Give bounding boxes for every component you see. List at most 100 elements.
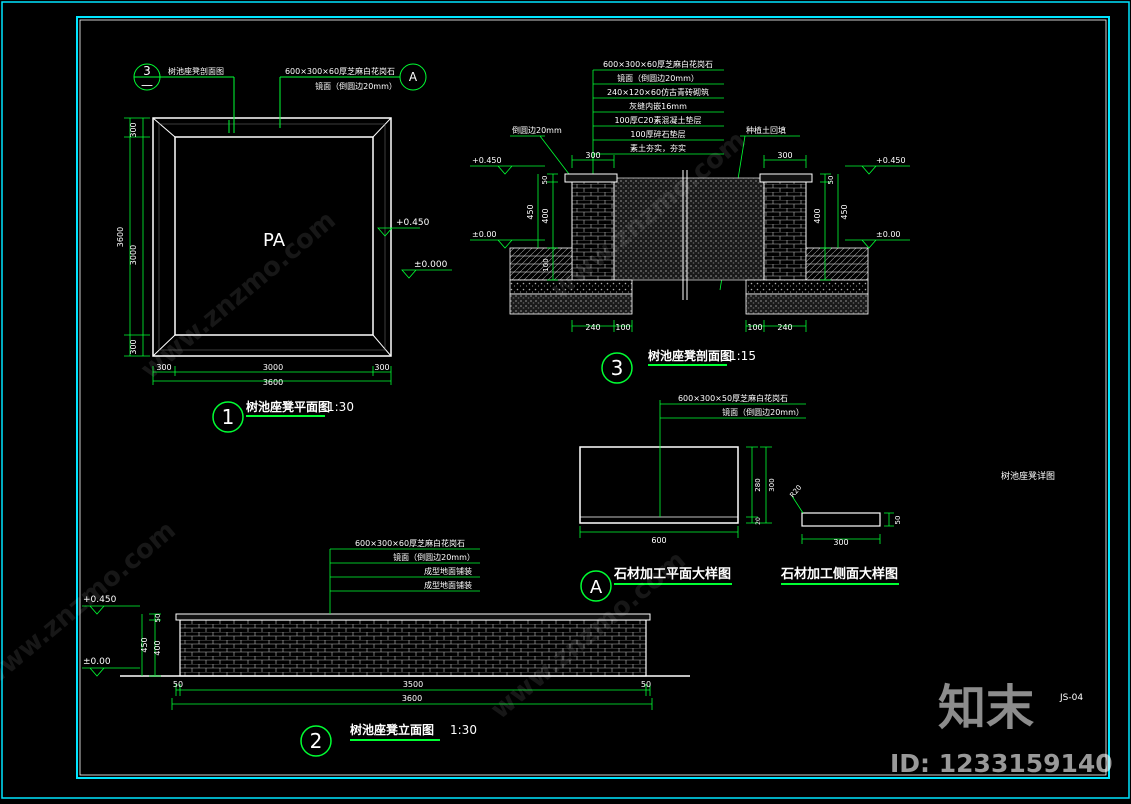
stone-side-dim-thick: 50 (894, 516, 902, 525)
stone-side-slab (801, 512, 881, 527)
section-title-num: 3 (611, 356, 624, 380)
plan-dim-inner-h: 3000 (263, 363, 283, 372)
stone-plan-note-2: 镜面（倒圆边20mm） (722, 407, 804, 417)
watermark-brand: 知末 (938, 680, 1034, 736)
stone-plan-dim-length: 600 (651, 536, 666, 545)
plan-dim-outer-h: 3600 (263, 378, 283, 387)
section-layer-2: 240×120×60仿古青砖砌筑 (607, 87, 709, 97)
section-layer-5: 100厚碎石垫层 (630, 129, 685, 139)
elevation-note-2: 成型地面铺装 (424, 566, 472, 576)
elevation-elev-top: +0.450 (83, 595, 117, 605)
elevation-title-scale: 1:30 (450, 723, 477, 737)
stone-side-title: 石材加工侧面大样图 (780, 566, 898, 582)
stone-side-dim-radius: R20 (788, 484, 803, 500)
section-elev-ground-l: ±0.00 (472, 230, 497, 239)
elevation-dim-inner: 3500 (403, 680, 423, 689)
section-layer-1: 镜面（倒圆边20mm） (617, 73, 699, 83)
section-dim-wall-r: 400 (813, 208, 822, 223)
stone-plan-dim-width: 300 (768, 478, 776, 491)
section-right-note: 种植土回填 (746, 125, 786, 135)
stone-plan-title: 石材加工平面大样图 (613, 566, 731, 582)
elevation-dim-height: 450 (140, 637, 149, 652)
elevation-note-1: 镜面（倒圆边20mm） (393, 552, 475, 562)
section-layer-0: 600×300×60厚芝麻白花岗石 (603, 59, 713, 69)
section-dim-total-l: 450 (526, 204, 535, 219)
elevation-dim-side-l: 50 (173, 680, 183, 689)
inner-frame (76, 16, 1110, 779)
elevation-title-num: 2 (310, 729, 323, 753)
plan-corner-miters (152, 117, 392, 357)
section-dim-total-r: 450 (840, 204, 849, 219)
elevation-cap (175, 613, 651, 621)
svg-text:—: — (141, 78, 153, 92)
elevation-brick-wall (179, 619, 647, 677)
elevation-dim-total: 3600 (402, 694, 422, 703)
section-elev-top-l: +0.450 (472, 156, 502, 165)
section-dim-top-width-r: 300 (777, 151, 792, 160)
plan-inner-square (174, 136, 374, 336)
watermark-id: ID: 1233159140 (890, 749, 1113, 778)
section-left-note: 倒圆边20mm (512, 125, 562, 135)
section-right-footing (745, 279, 869, 295)
section-dim-top-width-l: 300 (585, 151, 600, 160)
elevation-dim-cap: 50 (154, 614, 162, 623)
plan-section-callout-num: 3 (143, 64, 151, 78)
elevation-note-0: 600×300×60厚芝麻白花岗石 (355, 538, 465, 548)
section-dim-brick-r: 240 (777, 323, 792, 332)
plan-title-num: 1 (222, 405, 235, 429)
elevation-view: 600×300×60厚芝麻白花岗石 镜面（倒圆边20mm） 成型地面铺装 成型地… (82, 538, 690, 757)
section-dim-base-l: 100 (542, 258, 550, 271)
elevation-note-3: 成型地面铺装 (424, 580, 472, 590)
plan-detail-note-1: 600×300×60厚芝麻白花岗石 (285, 66, 395, 76)
elevation-dim-side-r: 50 (641, 680, 651, 689)
section-right-cap (759, 173, 813, 183)
plan-title-text: 树池座凳平面图 (246, 399, 330, 414)
plan-area-label: PA (263, 230, 286, 251)
elevation-dim-wall: 400 (153, 640, 162, 655)
plan-title-scale: 1:30 (327, 400, 354, 414)
section-dim-foot-l: 100 (615, 323, 630, 332)
plan-dim-right-side: 300 (374, 363, 389, 372)
section-elev-top-r: +0.450 (876, 156, 906, 165)
stone-plan-detail: 600×300×50厚芝麻白花岗石 镜面（倒圆边20mm） 600 280 30… (579, 393, 806, 602)
sheet-title: 树池座凳详图 (1001, 470, 1055, 482)
plan-elev-ground: ±0.000 (414, 260, 448, 270)
section-dim-wall-l: 400 (541, 208, 550, 223)
plan-section-callout-label: 树池座凳剖面图 (168, 66, 224, 76)
watermark-tile-1: www.znzmo.com (135, 205, 341, 385)
elevation-title-text: 树池座凳立面图 (350, 722, 434, 737)
drawing-code: JS-04 (1059, 693, 1083, 703)
section-layer-4: 100厚C20素混凝土垫层 (614, 115, 701, 125)
plan-view: PA 300 3600 3000 300 300 3000 300 3600 +… (116, 63, 452, 433)
stone-plan-dim-edge: 20 (755, 517, 762, 525)
title-frame (79, 19, 1107, 776)
section-dim-cap-l: 50 (541, 176, 549, 185)
section-right-wall (763, 181, 807, 281)
stone-plan-dim-inner: 280 (754, 478, 762, 491)
section-layer-3: 灰缝内嵌16mm (629, 101, 687, 111)
plan-elev-top: +0.450 (396, 218, 430, 228)
section-dim-foot-r: 100 (747, 323, 762, 332)
plan-detail-callout-letter: A (409, 70, 418, 84)
stone-plan-note-1: 600×300×50厚芝麻白花岗石 (678, 393, 788, 403)
plan-detail-note-2: 镜面（倒圆边20mm） (315, 81, 397, 91)
elevation-elev-ground: ±0.00 (83, 657, 111, 667)
stone-plan-title-letter: A (590, 577, 603, 598)
plan-dim-outer-v: 3600 (116, 227, 125, 247)
plan-dim-left-side: 300 (156, 363, 171, 372)
section-title-scale: 1:15 (729, 349, 756, 363)
section-elev-ground-r: ±0.00 (876, 230, 901, 239)
section-layer-6: 素土夯实，夯实 (630, 143, 686, 153)
section-view: 600×300×60厚芝麻白花岗石 镜面（倒圆边20mm） 240×120×60… (470, 59, 910, 384)
section-dim-cap-r: 50 (827, 176, 835, 185)
section-left-wall (571, 181, 615, 281)
plan-dim-bottom-side: 300 (129, 339, 138, 354)
stone-side-dim-length: 300 (833, 538, 848, 547)
section-left-cap (564, 173, 618, 183)
plan-dim-top-side: 300 (129, 122, 138, 137)
stone-plan-slab (579, 446, 739, 524)
section-title-text: 树池座凳剖面图 (648, 348, 732, 363)
